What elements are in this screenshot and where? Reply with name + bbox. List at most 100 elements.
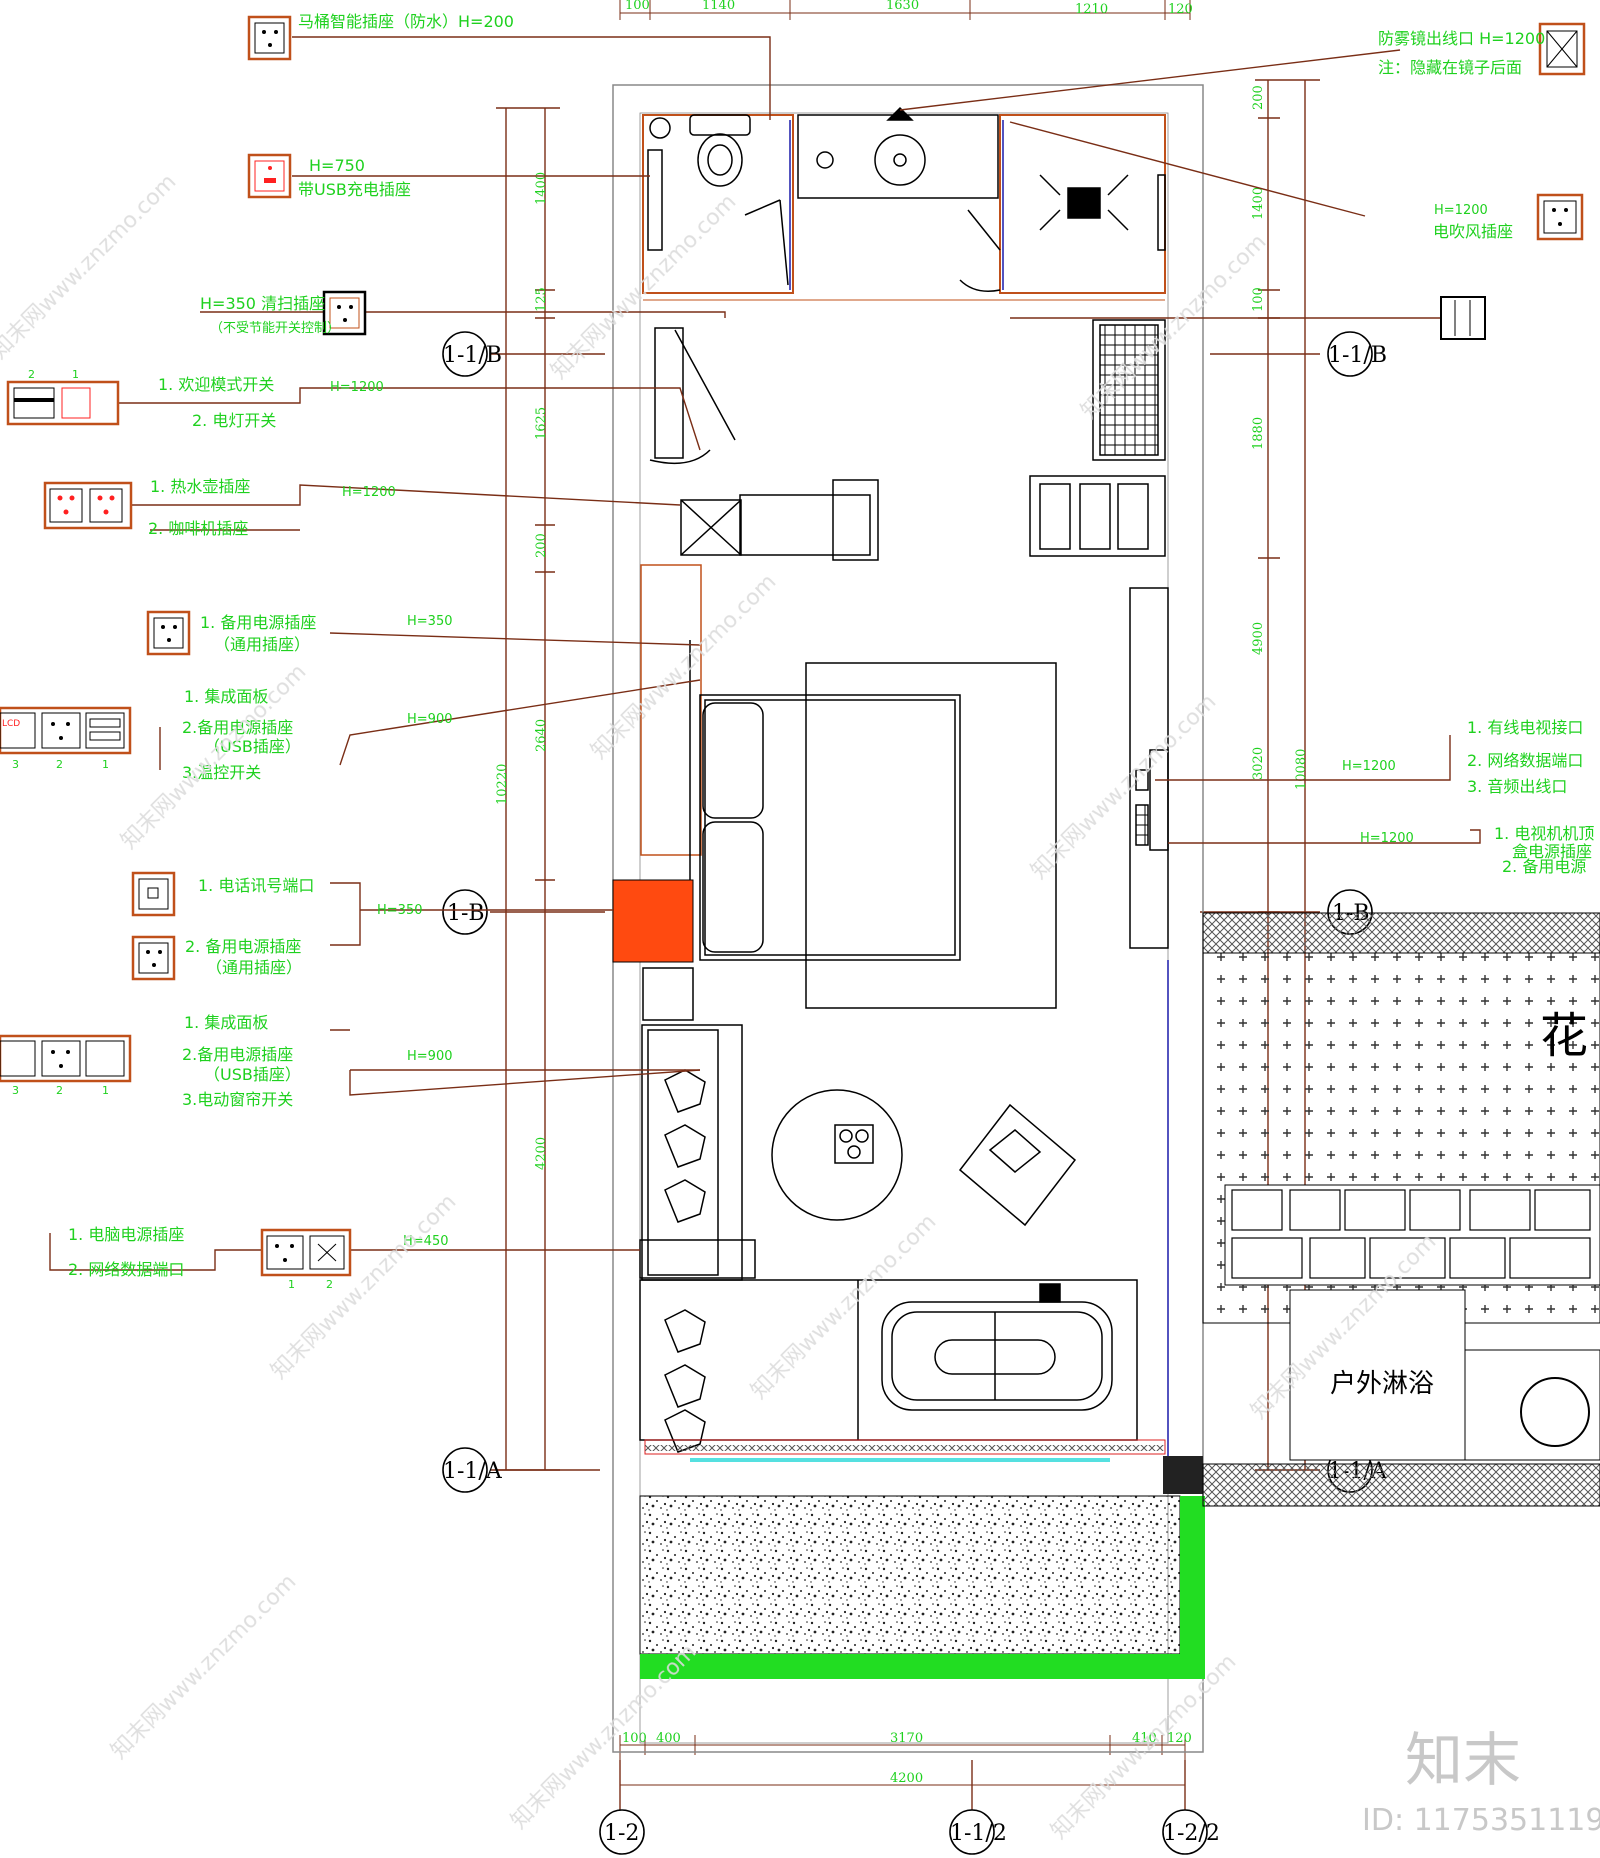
svg-text:2: 2 bbox=[326, 1278, 333, 1291]
label-height-spare1: H=350 bbox=[407, 614, 452, 629]
label-toilet-socket: 马桶智能插座（防水）H=200 bbox=[298, 12, 514, 31]
label-phone: 1. 电话讯号端口 bbox=[198, 876, 314, 895]
svg-text:1-2: 1-2 bbox=[604, 1821, 639, 1846]
top-dim-4: 1210 bbox=[1075, 2, 1108, 17]
label-clean-socket: H=350 清扫插座 bbox=[200, 294, 325, 313]
svg-text:1-1/A: 1-1/A bbox=[443, 1459, 503, 1484]
label-usb-height: H=750 bbox=[309, 156, 365, 175]
toilet bbox=[647, 114, 789, 286]
zone-flower: 花 bbox=[1540, 1008, 1588, 1064]
label-panel1-3: 3.温控开关 bbox=[182, 763, 261, 782]
bottom-dim-total: 4200 bbox=[890, 1771, 923, 1786]
label-height-panel2: H=900 bbox=[407, 1049, 452, 1064]
top-dim-2: 1140 bbox=[702, 0, 735, 13]
label-antifog: 防雾镜出线口 H=1200 bbox=[1378, 29, 1545, 48]
label-panel1-1: 1. 集成面板 bbox=[184, 687, 268, 706]
svg-text:1-B: 1-B bbox=[447, 901, 485, 926]
socket-icon-toilet bbox=[247, 15, 292, 61]
label-hairdryer: 电吹风插座 bbox=[1433, 222, 1513, 241]
socket-icon-phone bbox=[131, 871, 176, 917]
axis-bubble-right-1b-top: 1-1/B bbox=[1327, 331, 1387, 377]
svg-text:2: 2 bbox=[56, 758, 63, 771]
label-clean-note: （不受节能开关控制） bbox=[210, 321, 340, 336]
leader-lines bbox=[49, 36, 1481, 1271]
label-stb1: 1. 电视机机顶 bbox=[1494, 824, 1594, 843]
label-tv2: 2. 网络数据端口 bbox=[1467, 751, 1583, 770]
socket-icon-clean bbox=[322, 290, 367, 336]
right-dim-100: 100 bbox=[1251, 287, 1266, 312]
axis-bubble-left-1b-top: 1-1/B bbox=[442, 331, 502, 377]
svg-text:1-2/2: 1-2/2 bbox=[1163, 1821, 1220, 1846]
right-dim-3020: 3020 bbox=[1251, 747, 1266, 780]
left-dim-4200: 4200 bbox=[534, 1137, 549, 1170]
axis-bubble-bottom-3: 1-2/2 bbox=[1162, 1809, 1220, 1855]
label-coffee: 2. 咖啡机插座 bbox=[148, 519, 248, 538]
svg-text:3: 3 bbox=[12, 758, 19, 771]
entry-door bbox=[649, 327, 736, 465]
top-dim-5: 120 bbox=[1168, 2, 1193, 17]
left-dim-200: 200 bbox=[534, 533, 549, 558]
label-stb2: 2. 备用电源 bbox=[1502, 857, 1586, 876]
label-usb-socket: 带USB充电插座 bbox=[298, 180, 411, 199]
label-height-tv: H=1200 bbox=[1342, 759, 1396, 774]
label-tv3: 3. 音频出线口 bbox=[1467, 777, 1567, 796]
left-dim-1400: 1400 bbox=[534, 172, 549, 205]
vanity bbox=[816, 106, 926, 186]
label-panel2-2s: （USB插座） bbox=[204, 1065, 301, 1084]
label-panel2-3: 3.电动窗帘开关 bbox=[182, 1090, 293, 1109]
right-dim-200: 200 bbox=[1251, 85, 1266, 110]
top-dim-1: 100 bbox=[625, 0, 650, 13]
bottom-dim-1: 100 bbox=[622, 1731, 647, 1746]
bed bbox=[689, 640, 1057, 1009]
label-pc-power: 1. 电脑电源插座 bbox=[68, 1225, 184, 1244]
label-panel2-1: 1. 集成面板 bbox=[184, 1013, 268, 1032]
bathtub-area bbox=[639, 1239, 1138, 1453]
svg-text:1: 1 bbox=[288, 1278, 295, 1291]
top-dim-3: 1630 bbox=[886, 0, 919, 13]
nightstand-accent bbox=[612, 879, 694, 963]
garden-area: 花 户外淋浴 bbox=[1202, 912, 1600, 1507]
shower bbox=[959, 174, 1166, 292]
axis-bubble-left-1a: 1-1/A bbox=[442, 1447, 503, 1493]
nightstand-lower bbox=[642, 967, 694, 1021]
label-tv1: 1. 有线电视接口 bbox=[1467, 718, 1583, 737]
right-dim-4900: 4900 bbox=[1251, 622, 1266, 655]
svg-text:2: 2 bbox=[28, 368, 35, 381]
right-dim-total: 10080 bbox=[1294, 749, 1309, 790]
label-panel1-2: 2.备用电源插座 bbox=[182, 718, 293, 737]
left-dim-1625: 1625 bbox=[534, 407, 549, 440]
label-pc-net: 2. 网络数据端口 bbox=[68, 1260, 184, 1279]
socket-icon-hairdryer bbox=[1536, 193, 1584, 241]
svg-text:LCD: LCD bbox=[2, 719, 20, 729]
svg-text:1-1/B: 1-1/B bbox=[443, 343, 502, 368]
socket-icon-antifog bbox=[1538, 22, 1586, 76]
label-spare1-sub: （通用插座） bbox=[214, 635, 310, 654]
label-antifog-note: 注：隐藏在镜子后面 bbox=[1378, 58, 1522, 77]
lounge-seating bbox=[641, 1024, 1077, 1281]
left-dim-total: 10220 bbox=[495, 764, 510, 805]
label-height-kettle: H=1200 bbox=[342, 485, 396, 500]
top-dimension-chain: 100 1140 1630 1210 120 bbox=[619, 0, 1193, 20]
brand-logo: 知末 bbox=[1405, 1726, 1521, 1794]
zone-outdoor-shower: 户外淋浴 bbox=[1330, 1369, 1434, 1399]
svg-text:3: 3 bbox=[12, 1084, 19, 1097]
axis-bubble-bottom-1: 1-2 bbox=[599, 1809, 645, 1855]
watermark-text: 知末网www.znzmo.com bbox=[267, 1189, 462, 1384]
watermark-text: 知末网www.znzmo.com bbox=[587, 569, 782, 764]
right-dim-1880: 1880 bbox=[1251, 417, 1266, 450]
socket-icon-kettle-coffee bbox=[43, 481, 133, 530]
left-dim-125: 125 bbox=[534, 287, 549, 312]
socket-icon-usb bbox=[247, 153, 292, 199]
label-height-panel1: H=900 bbox=[407, 712, 452, 727]
panel-icon-1: LCD 3 2 1 bbox=[0, 706, 132, 771]
axis-bubble-left-b: 1-B bbox=[442, 889, 488, 935]
tv-console bbox=[1129, 587, 1169, 949]
watermark-text: 知末网www.znzmo.com bbox=[747, 1209, 942, 1404]
terrace bbox=[639, 1495, 1205, 1679]
watermark-text: 知末网www.znzmo.com bbox=[0, 169, 181, 364]
label-height-phone: H=350 bbox=[377, 903, 422, 918]
label-panel1-2s: （USB插座） bbox=[204, 737, 301, 756]
bottom-dim-3: 3170 bbox=[890, 1731, 923, 1746]
label-kettle: 1. 热水壶插座 bbox=[150, 477, 250, 496]
